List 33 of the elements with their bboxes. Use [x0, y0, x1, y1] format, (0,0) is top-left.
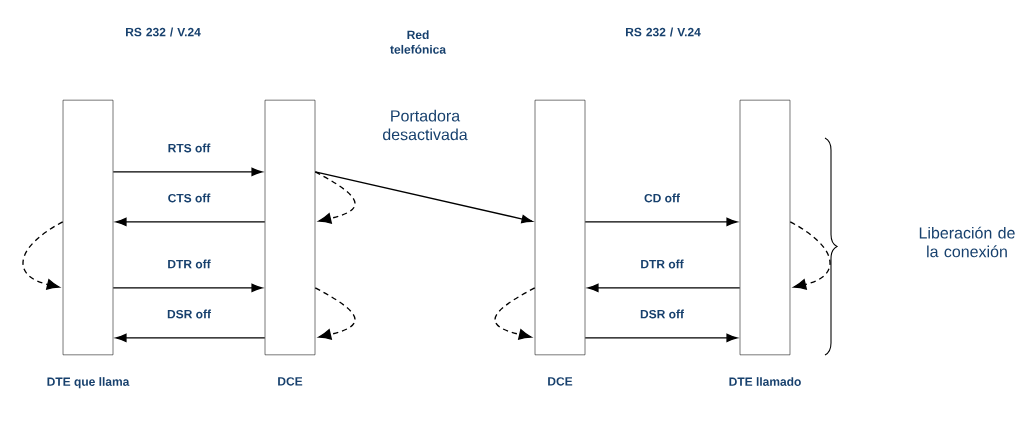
- arrow: [112, 283, 263, 293]
- vertical-bar: DCE: [534, 99, 586, 386]
- node-label: DCE: [278, 377, 303, 386]
- dashed-arrow: [314, 287, 356, 340]
- dashed-arrow: [22, 221, 64, 290]
- arrow: [115, 217, 266, 227]
- arrow: [587, 283, 741, 293]
- arrow: [115, 333, 266, 343]
- header-label: Red telefónica: [390, 30, 447, 54]
- header-label: RS 232 / V.24: [126, 27, 201, 37]
- node-label: DTE que llama: [47, 377, 130, 389]
- vertical-bar: DCE: [264, 99, 316, 386]
- arrow: [584, 217, 738, 227]
- dashed-arrow: [789, 221, 831, 290]
- dashed-arrow: [494, 287, 536, 340]
- edge-label: CD off: [644, 193, 680, 203]
- node-label: DCE: [548, 377, 573, 386]
- edge-label: RTS off: [168, 143, 211, 153]
- edge-label: DTR off: [168, 259, 211, 269]
- vertical-bar: DTE llamado: [729, 99, 801, 386]
- edge-label: Portadora desactivada: [383, 109, 468, 141]
- header-label: RS 232 / V.24: [626, 27, 701, 37]
- vertical-bar: DTE que llama: [47, 99, 130, 389]
- dashed-arrow: [314, 171, 356, 224]
- edge-label: DSR off: [640, 309, 684, 319]
- node-label: DTE llamado: [729, 377, 801, 386]
- edge-label: CTS off: [168, 193, 211, 203]
- arrow: [584, 333, 738, 343]
- arrow: [314, 171, 533, 224]
- edge-label: DTR off: [641, 259, 684, 269]
- edge-label: DSR off: [167, 309, 211, 319]
- brace-label: Liberación de la conexión: [919, 226, 1015, 258]
- arrow: [112, 167, 263, 177]
